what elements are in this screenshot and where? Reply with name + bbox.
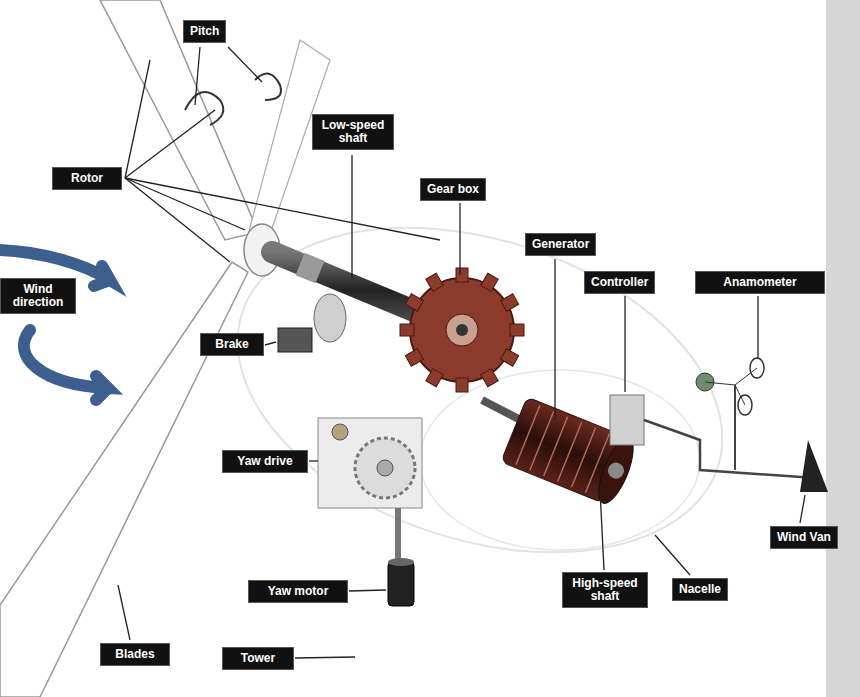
label-text: Tower [229,652,287,665]
yaw-gear-hub [377,460,393,476]
label-text: Anamometer [702,276,818,289]
anemometer-arm [705,382,735,385]
brake-caliper [278,328,312,352]
anemometer-arm [735,385,745,405]
part-label: Gear box [420,178,486,201]
label-text: Wind direction [7,283,69,309]
part-label: Rotor [52,167,122,190]
yaw-motor [388,562,414,606]
part-label: Brake [200,333,264,356]
part-label: Nacelle [672,578,728,601]
part-label: Tower [222,647,294,670]
blade [100,0,258,240]
label-text: Blades [107,648,163,661]
part-label: Generator [525,233,596,256]
label-text: Wind Van [777,531,831,544]
part-label: Yaw drive [222,450,308,473]
gear-wheel [400,268,524,392]
controller-box [610,395,644,445]
part-label: Pitch [183,20,226,43]
label-text: Low-speed shaft [319,119,387,145]
label-text: Gear box [427,183,479,196]
brake-disc [314,294,346,342]
wind-vane [800,440,828,492]
pitch-bearing [255,74,281,100]
part-label: Anamometer [695,271,825,294]
nacelle-outline [196,170,764,610]
part-label: Blades [100,643,170,666]
label-text: Nacelle [679,583,721,596]
blade [0,262,248,697]
leader-lines [118,47,805,658]
part-label: High-speed shaft [562,572,648,608]
yaw-motor-top [388,558,414,566]
yaw-gear [355,438,415,498]
yaw-pinion [332,424,348,440]
label-text: Generator [532,238,589,251]
anemometer-arm [735,368,757,385]
shaft-collar [300,264,320,272]
vane-rod [644,420,815,478]
wind-arrow [24,330,108,400]
label-text: Controller [591,276,648,289]
pitch-bearing [185,92,223,125]
part-label: Wind direction [0,278,76,314]
nacelle-floor [420,370,700,550]
label-text: Yaw drive [229,455,301,468]
yaw-shaft [395,508,401,565]
yaw-drive-box [318,418,422,508]
part-label: Low-speed shaft [312,114,394,150]
label-text: Rotor [59,172,115,185]
part-label: Wind Van [770,526,838,549]
label-text: Pitch [190,25,219,38]
anemometer-pole [734,385,736,470]
part-label: Yaw motor [248,580,348,603]
label-text: High-speed shaft [569,577,641,603]
label-text: Brake [207,338,257,351]
side-band [826,0,860,697]
label-text: Yaw motor [255,585,341,598]
part-label: Controller [584,271,655,294]
